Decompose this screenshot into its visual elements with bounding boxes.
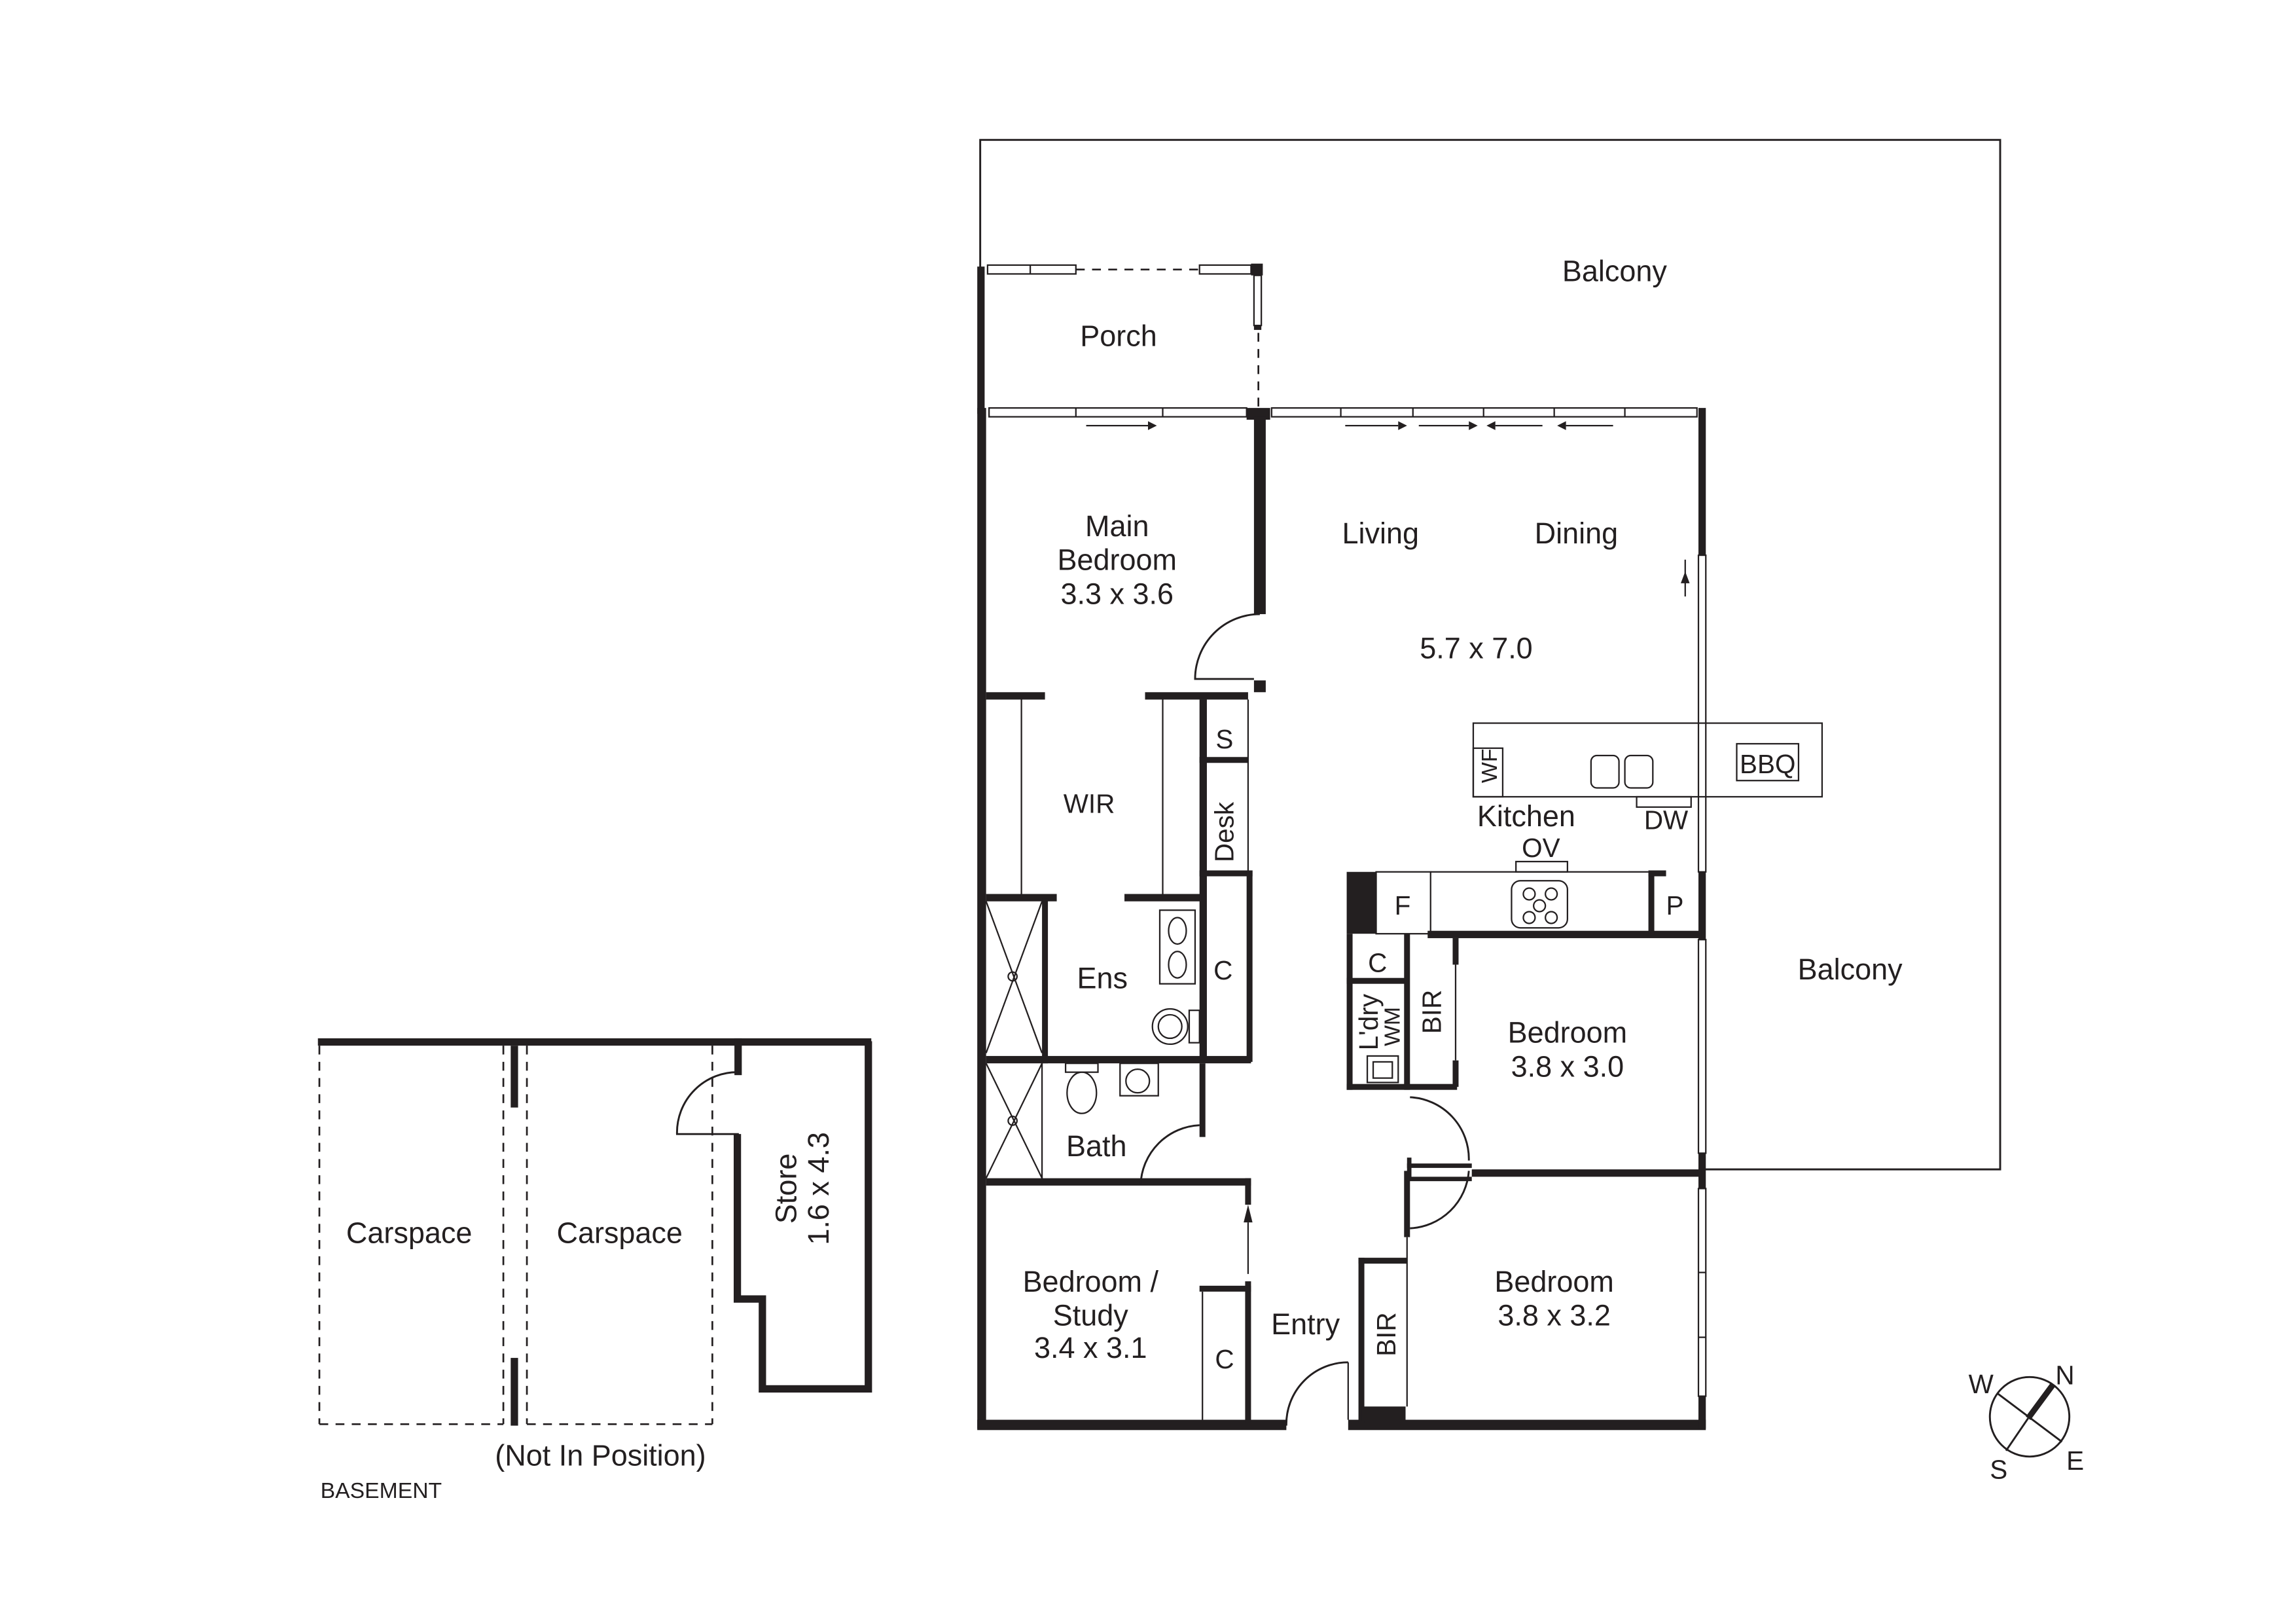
label-bbq: BBQ bbox=[1740, 749, 1795, 779]
label-level-basement: BASEMENT bbox=[321, 1478, 442, 1503]
label-bedroom3: Bedroom bbox=[1494, 1265, 1613, 1298]
label-carspace-2: Carspace bbox=[556, 1216, 682, 1250]
label-entry: Entry bbox=[1271, 1307, 1340, 1341]
label-main-bedroom-dims: 3.3 x 3.6 bbox=[1061, 577, 1174, 610]
label-bedroom2-dims: 3.8 x 3.0 bbox=[1511, 1049, 1624, 1083]
label-bath: Bath bbox=[1066, 1129, 1126, 1163]
label-store: Store bbox=[770, 1154, 803, 1224]
label-wf: WF bbox=[1477, 749, 1502, 783]
compass-n: N bbox=[2055, 1360, 2074, 1391]
label-living-dims: 5.7 x 7.0 bbox=[1420, 632, 1532, 665]
label-study-c: C bbox=[1215, 1344, 1234, 1374]
label-desk: Desk bbox=[1209, 801, 1239, 862]
label-kitchen: Kitchen bbox=[1477, 799, 1575, 833]
compass-s: S bbox=[1990, 1455, 2007, 1485]
compass-icon bbox=[1988, 1376, 2071, 1458]
north-sliding-doors bbox=[988, 407, 1698, 430]
label-bir-bedroom2: BIR bbox=[1417, 990, 1447, 1034]
label-wm: WM bbox=[1380, 1007, 1405, 1046]
label-carspace-1: Carspace bbox=[346, 1216, 472, 1250]
label-balcony-north: Balcony bbox=[1562, 255, 1667, 288]
porch-area bbox=[977, 263, 1263, 414]
compass-e: E bbox=[2066, 1446, 2084, 1476]
label-laundry-c: C bbox=[1368, 948, 1387, 978]
label-not-in-position: (Not In Position) bbox=[495, 1438, 706, 1472]
label-bir-bedroom3: BIR bbox=[1371, 1312, 1401, 1356]
label-wir: WIR bbox=[1064, 789, 1115, 819]
interior-walls bbox=[985, 416, 1823, 1426]
label-laundry: L'dry bbox=[1354, 993, 1384, 1050]
label-study-dims: 3.4 x 3.1 bbox=[1034, 1331, 1147, 1364]
label-living: Living bbox=[1342, 517, 1419, 550]
label-bedroom2: Bedroom bbox=[1508, 1016, 1627, 1049]
basement-plan bbox=[317, 1038, 872, 1426]
label-s: S bbox=[1215, 724, 1233, 754]
label-p: P bbox=[1666, 890, 1684, 921]
room-labels: Balcony Balcony Porch Main Bedroom 3.3 x… bbox=[321, 255, 2085, 1503]
label-study-1: Bedroom / bbox=[1023, 1265, 1159, 1298]
compass-w: W bbox=[1969, 1369, 1994, 1399]
label-f: F bbox=[1395, 890, 1411, 921]
label-ens-c: C bbox=[1213, 955, 1232, 985]
label-main-bedroom-2: Bedroom bbox=[1058, 543, 1177, 577]
label-bedroom3-dims: 3.8 x 3.2 bbox=[1498, 1299, 1610, 1332]
label-main-bedroom-1: Main bbox=[1085, 509, 1149, 543]
east-windows bbox=[1681, 554, 1707, 1397]
balcony-outline bbox=[979, 139, 2001, 1171]
label-store-dims: 1.6 x 4.3 bbox=[802, 1132, 835, 1245]
label-study-2: Study bbox=[1053, 1299, 1128, 1332]
label-dining: Dining bbox=[1535, 517, 1618, 550]
exterior-walls bbox=[977, 408, 1706, 1431]
label-ov: OV bbox=[1522, 833, 1560, 863]
label-balcony-east: Balcony bbox=[1798, 953, 1903, 986]
label-ens: Ens bbox=[1077, 961, 1128, 994]
label-dw: DW bbox=[1644, 805, 1689, 835]
label-porch: Porch bbox=[1080, 319, 1157, 353]
